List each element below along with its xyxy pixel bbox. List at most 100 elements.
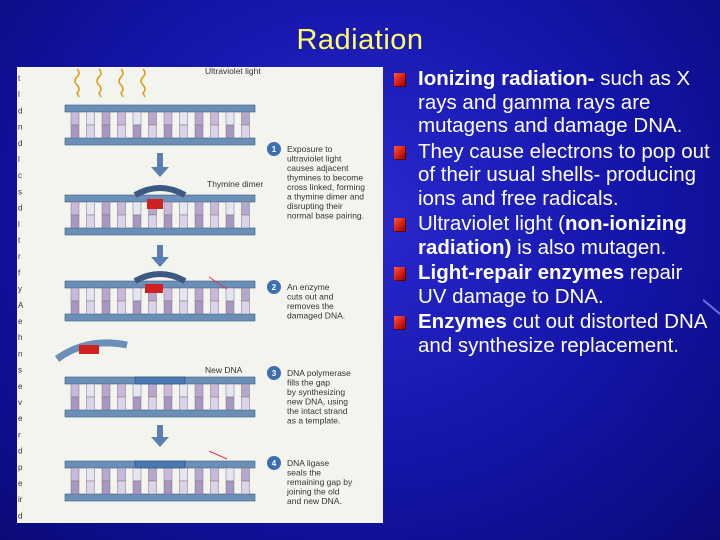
step-description-line: cross linked, forming [287, 182, 365, 192]
step-description-line: cuts out and [287, 292, 334, 302]
margin-letter: s [18, 366, 22, 375]
bullet-marker-icon [394, 267, 405, 280]
step-description-line: fills the gap [287, 378, 330, 388]
dna-ladder-initial [64, 104, 256, 146]
base-pair [179, 124, 188, 139]
base-pair [101, 124, 111, 139]
down-arrow-icon [151, 153, 169, 177]
dna-strand [64, 104, 256, 113]
bullet-bold: Light-repair enzymes [418, 261, 625, 284]
step-description-line: Exposure to [287, 144, 333, 154]
base-pair [179, 467, 188, 482]
margin-letter: c [18, 171, 22, 180]
down-arrow-icon [151, 245, 169, 267]
bullet-marker-icon [394, 218, 405, 231]
base-pair [132, 396, 142, 411]
step-description-line: joining the old [286, 487, 340, 497]
base-pair [194, 396, 204, 411]
base-pair [241, 287, 250, 302]
dna-strand [64, 409, 256, 418]
base-pair [225, 124, 235, 139]
bullet-marker-icon [394, 145, 405, 159]
uv-label: Ultraviolet light [205, 67, 261, 76]
base-pair [148, 111, 157, 126]
margin-letter: e [18, 317, 23, 326]
down-arrow-icon [151, 425, 169, 447]
step-description-line: An enzyme [287, 282, 330, 292]
step-description-line: new DNA, using [287, 397, 348, 407]
base-pair [179, 111, 188, 126]
step-description-line: damaged DNA. [287, 311, 345, 321]
step-description-line: by synthesizing [287, 387, 345, 397]
margin-letter: d [18, 204, 22, 213]
base-pair [210, 214, 219, 229]
base-pair [179, 300, 188, 315]
base-pair [132, 124, 142, 139]
base-pair [225, 480, 235, 495]
base-pair [70, 214, 80, 229]
step-description-line: a thymine dimer and [287, 192, 364, 202]
base-pair [70, 396, 80, 411]
base-pair [70, 124, 80, 139]
base-pair [86, 300, 95, 315]
margin-letter: e [18, 479, 23, 488]
base-pair [132, 300, 142, 315]
base-pair [210, 124, 219, 139]
base-pair [194, 480, 204, 495]
base-pair [148, 214, 157, 229]
base-pair [148, 480, 157, 495]
base-pair [86, 214, 95, 229]
step-number: 3 [272, 369, 277, 378]
base-pair [163, 111, 173, 126]
base-pair [241, 467, 250, 482]
new-dna-segment [134, 460, 186, 469]
base-pair [101, 111, 111, 126]
base-pair [101, 287, 111, 302]
base-pair [132, 480, 142, 495]
base-pair [86, 287, 95, 302]
base-pair [117, 396, 126, 411]
bullet-marker-icon [394, 73, 405, 86]
thymine-dimer-label: Thymine dimer [207, 179, 263, 189]
step-number-badge [267, 456, 281, 470]
dna-ladder-new [64, 376, 256, 418]
base-pair [86, 396, 95, 411]
step-number-badge [267, 142, 281, 156]
bullet-text: such as X rays and gamma rays are mutage… [418, 67, 691, 137]
base-pair [117, 124, 126, 139]
new-dna-label: New DNA [205, 365, 243, 375]
margin-letter: f [18, 268, 21, 277]
excised-dimer-icon [79, 345, 99, 354]
base-pair [101, 467, 111, 482]
base-pair [163, 396, 173, 411]
base-pair [70, 300, 80, 315]
bullet-list: Ionizing radiation- such as X rays and g… [390, 67, 715, 359]
bullet-item: Ionizing radiation- such as X rays and g… [390, 67, 715, 138]
base-pair [101, 201, 111, 216]
base-pair [179, 383, 188, 398]
base-pair [132, 111, 142, 126]
base-pair [101, 480, 111, 495]
margin-letter: h [18, 333, 22, 342]
base-pair [163, 124, 173, 139]
base-pair [101, 396, 111, 411]
base-pair [225, 300, 235, 315]
base-pair [241, 201, 250, 216]
margin-letter: s [18, 187, 22, 196]
base-pair [86, 383, 95, 398]
margin-letter: t [18, 236, 21, 245]
base-pair [86, 480, 95, 495]
pointer-line [208, 450, 228, 460]
base-pair [117, 111, 126, 126]
margin-letter: v [18, 398, 22, 407]
base-pair [117, 214, 126, 229]
margin-letter: y [18, 285, 22, 294]
bullet-item: Light-repair enzymes repair UV damage to… [390, 261, 715, 308]
margin-letter: e [18, 414, 23, 423]
margin-letter: r [18, 430, 21, 439]
base-pair [225, 111, 235, 126]
base-pair [194, 300, 204, 315]
base-pair [210, 201, 219, 216]
base-pair [194, 383, 204, 398]
base-pair [117, 383, 126, 398]
